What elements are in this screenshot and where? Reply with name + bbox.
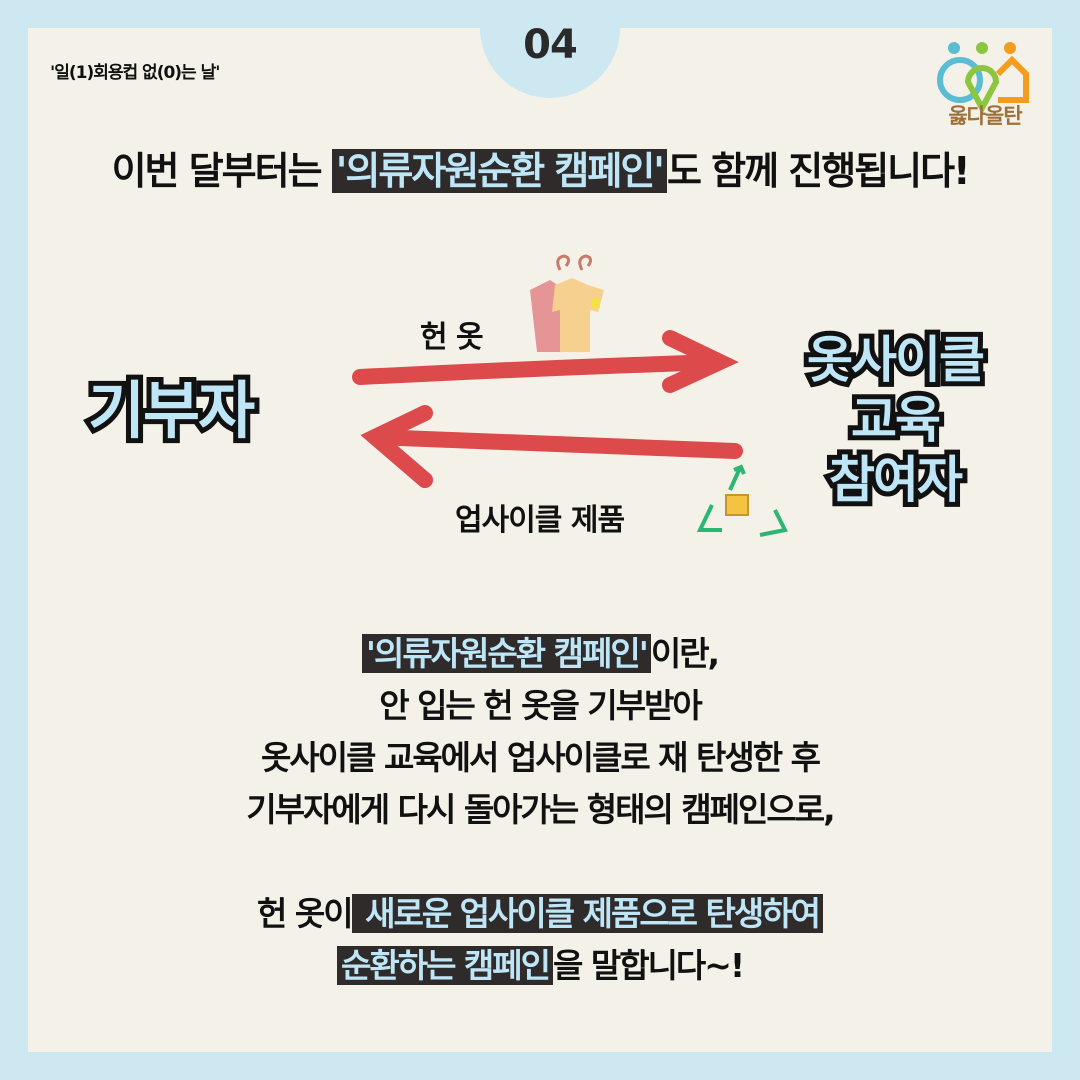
logo-text: 옳다올탄 [948, 104, 1022, 128]
participant-line: 교육 [846, 386, 946, 454]
subtitle: '일(1)회용컵 없(0)는 날' [50, 63, 220, 83]
backward-label: 업사이클 제품 [455, 503, 625, 538]
headline-pre: 이번 달부터는 [111, 149, 332, 193]
description: '의류자원순환 캠페인'이란, 안 입는 헌 옷을 기부받아 옷사이클 교육에서… [0, 628, 1080, 992]
body-highlight: 순환하는 캠페인 [336, 946, 553, 985]
page-number: 04 [523, 22, 578, 68]
body-line: 옷사이클 교육에서 업사이클로 재 탄생한 후 [261, 738, 821, 777]
forward-arrow [352, 330, 739, 393]
exchange-arrows [352, 254, 788, 537]
body-text: 헌 옷이 [257, 894, 354, 933]
body-line: 기부자에게 다시 돌아가는 형태의 캠페인으로, [246, 790, 835, 829]
body-text: 이란, [650, 634, 720, 673]
clothes-icon [530, 254, 604, 352]
body-line: 안 입는 헌 옷을 기부받아 [379, 686, 703, 725]
body-highlight: 새로운 업사이클 제품으로 탄생하여 [351, 894, 823, 933]
participant-label: 옷사이클 교육 참여자 [790, 326, 1000, 514]
participant-line: 참여자 [824, 446, 968, 514]
donor-label: 기부자 [83, 369, 260, 452]
body-highlight: '의류자원순환 캠페인' [361, 634, 651, 673]
headline: 이번 달부터는 '의류자원순환 캠페인'도 함께 진행됩니다! [0, 140, 1080, 195]
card [28, 28, 1052, 1052]
forward-label: 헌 옷 [420, 320, 484, 355]
participant-line: 옷사이클 [802, 326, 990, 394]
recycle-icon [696, 464, 788, 537]
body-text: 을 말합니다~! [553, 946, 745, 985]
backward-arrow [360, 405, 743, 488]
logo-icon [937, 42, 1029, 115]
headline-highlight: '의류자원순환 캠페인' [331, 149, 667, 193]
headline-post: 도 함께 진행됩니다! [666, 149, 970, 193]
